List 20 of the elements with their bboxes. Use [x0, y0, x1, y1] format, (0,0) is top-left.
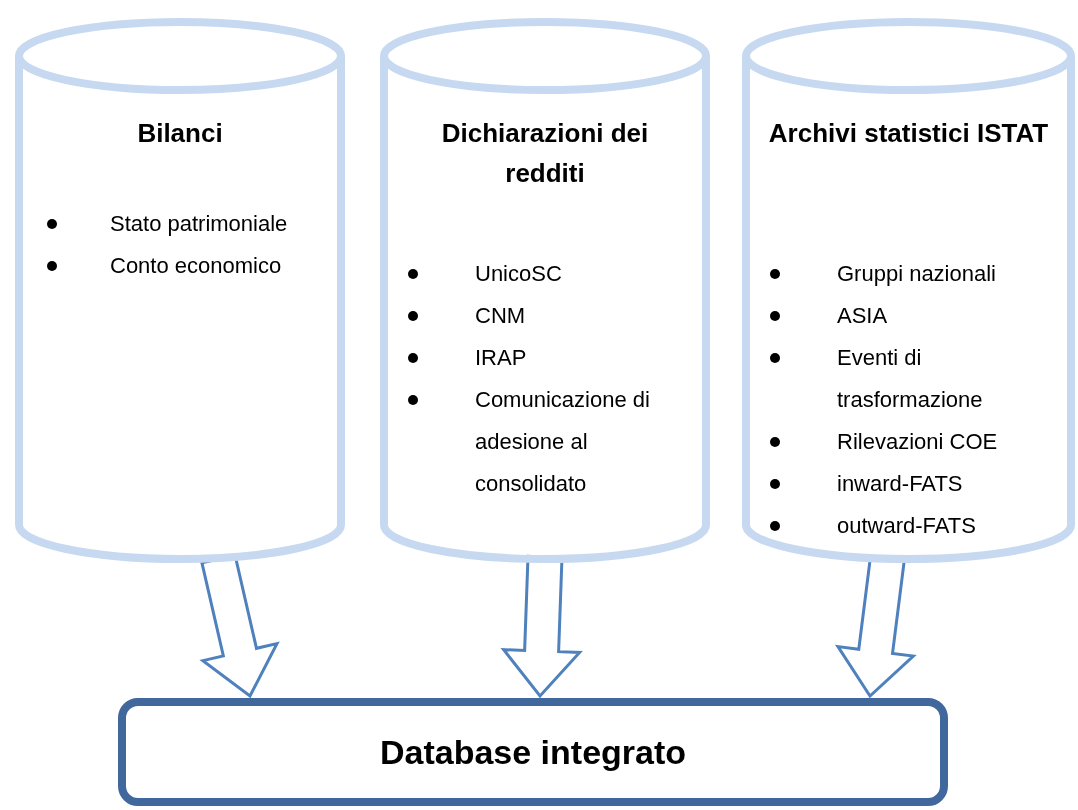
list-item: Conto economico: [110, 252, 283, 280]
database-cylinder: [380, 18, 710, 563]
list-item: outward-FATS: [837, 512, 977, 540]
list-item: CNM: [475, 302, 527, 330]
list-item: inward-FATS: [837, 470, 964, 498]
list-item: IRAP: [475, 344, 528, 372]
list-item: UnicoSC: [475, 260, 563, 288]
process-box: [118, 698, 948, 806]
cylinder-title: Dichiarazioni dei redditi: [440, 117, 650, 190]
cylinder-title: Bilanci: [136, 117, 224, 150]
box-label: Database integrato: [379, 732, 687, 772]
cylinder-title: Archivi statistici ISTAT: [767, 117, 1050, 150]
list-item: Stato patrimoniale: [110, 210, 289, 238]
list-item: Rilevazioni COE: [837, 428, 999, 456]
list-item: Eventi di trasformazione: [837, 344, 984, 414]
database-cylinder: [742, 18, 1075, 563]
list-item: Gruppi nazionali: [837, 260, 997, 288]
list-item: ASIA: [837, 302, 889, 330]
database-cylinder: [15, 18, 345, 563]
list-item: Comunicazione di adesione al consolidato: [475, 386, 651, 498]
